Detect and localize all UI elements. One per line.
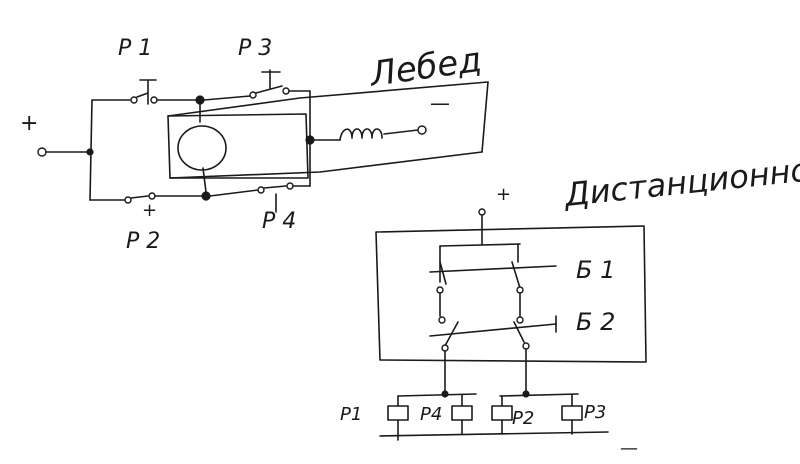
b2-rod bbox=[429, 323, 557, 337]
coil-terminal bbox=[417, 125, 427, 135]
left-pair-top-bar bbox=[397, 393, 477, 397]
distance-label: Дистанционно bbox=[561, 150, 800, 214]
winch-band-bottom bbox=[169, 151, 483, 179]
p3-relay-coil bbox=[561, 405, 583, 421]
r-p4-label: P4 bbox=[420, 404, 442, 425]
b1-contact-left bbox=[436, 286, 444, 294]
lebed-label: Лебед bbox=[366, 40, 484, 95]
r-p1-label: P1 bbox=[340, 404, 362, 425]
b2-blade-left bbox=[445, 321, 459, 345]
r-p3-label: P3 bbox=[584, 402, 606, 423]
coil-lead-right bbox=[383, 129, 419, 135]
coil-junction bbox=[305, 135, 315, 145]
plus-right-label: + bbox=[496, 184, 511, 205]
p4-label: P 4 bbox=[262, 209, 296, 234]
plus-left-label: + bbox=[20, 111, 38, 136]
p1-actuator bbox=[139, 79, 157, 105]
top-branch-wire-c bbox=[203, 95, 251, 101]
left-bus bbox=[89, 99, 93, 201]
coil-symbol bbox=[339, 128, 383, 141]
bottom-node bbox=[201, 191, 211, 201]
b2-out-right bbox=[522, 342, 530, 350]
minus-top-label: — bbox=[430, 91, 450, 115]
p1-label: P 1 bbox=[118, 36, 152, 61]
b2-blade-right bbox=[513, 321, 525, 343]
b2-contact-left bbox=[438, 316, 446, 324]
r-p2-label: P2 bbox=[512, 408, 534, 429]
winch-band-top bbox=[167, 81, 489, 117]
b1-rod bbox=[429, 265, 557, 273]
motor-box bbox=[167, 113, 309, 179]
motor-bottom-lead bbox=[202, 167, 207, 193]
distribution-bar bbox=[439, 243, 521, 247]
p4-contact-left bbox=[257, 186, 265, 194]
p3-contact-right bbox=[282, 87, 290, 95]
p3-actuator bbox=[261, 69, 281, 89]
plus-p2-label: + bbox=[142, 200, 157, 221]
b1-blade-right bbox=[511, 261, 521, 289]
p4-switch-blade bbox=[263, 185, 287, 189]
remote-input-terminal bbox=[478, 208, 486, 216]
p1-relay-coil bbox=[387, 405, 409, 421]
winch-circuit: + P 1 P 3 + P 2 P 4 bbox=[20, 36, 489, 254]
p2-contact-left bbox=[124, 196, 132, 204]
bottom-branch-wire-c bbox=[209, 189, 259, 197]
b1-blade-left bbox=[439, 261, 447, 285]
p1-switch-blade bbox=[136, 92, 149, 98]
right-pair-top-bar bbox=[499, 393, 579, 397]
common-return bbox=[379, 431, 609, 437]
p2-switch-blade bbox=[130, 195, 149, 199]
motor-symbol bbox=[177, 125, 227, 171]
remote-circuit: Дистанционно + Б 1 Б 2 bbox=[340, 150, 800, 459]
p2-label: P 2 bbox=[126, 229, 160, 254]
p4-contact-right bbox=[286, 182, 294, 190]
p2-relay-coil bbox=[491, 405, 513, 421]
p3-label: P 3 bbox=[238, 36, 272, 61]
p2-contact-right bbox=[148, 192, 156, 200]
remote-box bbox=[375, 225, 647, 363]
b2-out-left bbox=[441, 344, 449, 352]
b1-contact-right bbox=[516, 286, 524, 294]
winch-band-end bbox=[481, 81, 489, 153]
p1-contact-right bbox=[150, 96, 158, 104]
p1-contact-left bbox=[130, 96, 138, 104]
b1-label: Б 1 bbox=[576, 256, 615, 284]
p3-contact-left bbox=[249, 91, 257, 99]
input-terminal bbox=[37, 147, 47, 157]
top-node bbox=[195, 95, 205, 105]
minus-bottom-label: — bbox=[620, 438, 638, 459]
p3-switch-blade bbox=[255, 85, 283, 94]
input-junction bbox=[86, 148, 94, 156]
p4-relay-coil bbox=[451, 405, 473, 421]
b2-label: Б 2 bbox=[576, 308, 615, 336]
b2-contact-right bbox=[516, 316, 524, 324]
